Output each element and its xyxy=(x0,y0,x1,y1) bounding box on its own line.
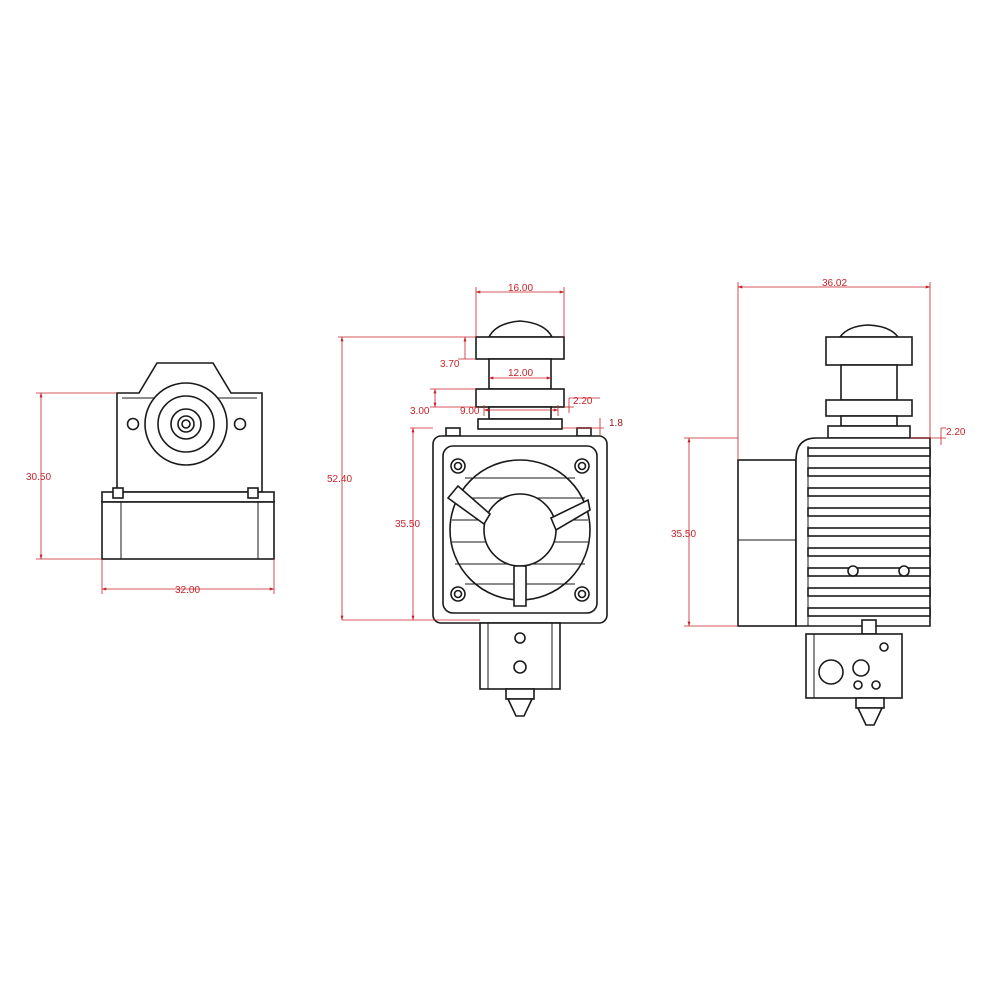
dim-left-height: 30.50 xyxy=(26,472,51,483)
dim-mid-fan-height: 35.50 xyxy=(395,519,420,530)
dim-mid-offset-b: 1.8 xyxy=(609,418,623,429)
dim-mid-inner-width: 9.00 xyxy=(460,406,480,417)
dim-right-offset: 2.20 xyxy=(946,427,966,438)
dim-mid-top-width: 16.00 xyxy=(508,283,533,294)
middle-view xyxy=(338,287,608,717)
left-view xyxy=(36,362,275,594)
dim-right-height: 35.50 xyxy=(671,529,696,540)
dim-left-width: 32.00 xyxy=(175,585,200,596)
dim-mid-neck-width: 12.00 xyxy=(508,368,533,379)
dim-mid-total-height: 52.40 xyxy=(327,474,352,485)
dim-right-width: 36.02 xyxy=(822,278,847,289)
dim-mid-gap-height: 3.00 xyxy=(410,406,430,417)
right-view xyxy=(684,282,946,726)
dim-mid-collar-height: 3.70 xyxy=(440,359,460,370)
dim-mid-offset-a: 2.20 xyxy=(573,396,593,407)
